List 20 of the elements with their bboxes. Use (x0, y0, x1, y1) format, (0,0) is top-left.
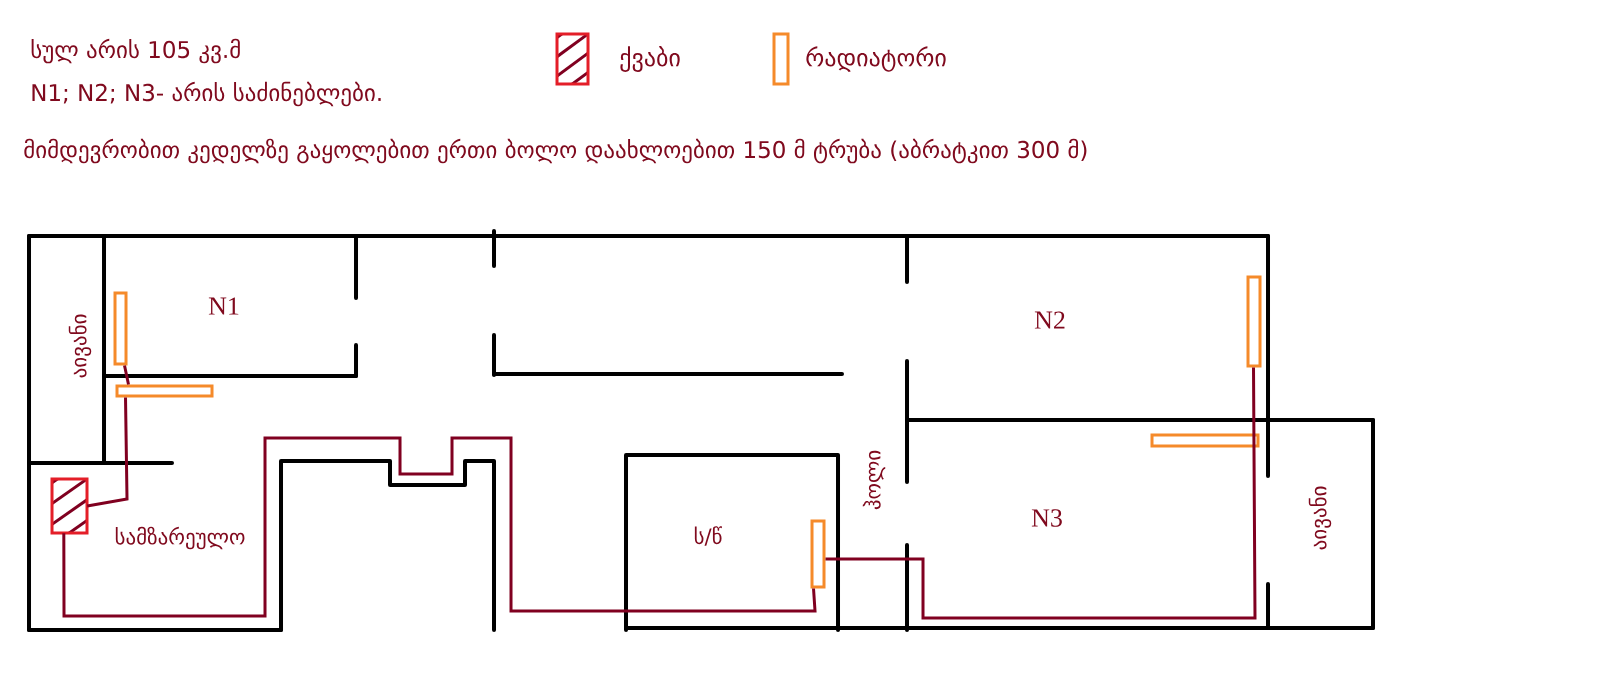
room-label: ს/წ (694, 526, 722, 546)
pipe (825, 367, 1257, 620)
radiator (115, 384, 214, 398)
area-note: სულ არის 105 კვ.მ (31, 38, 240, 64)
radiator (1150, 433, 1260, 448)
radiator (810, 519, 826, 589)
boiler (50, 477, 89, 535)
radiator (113, 291, 128, 366)
room-label: N2 (1034, 311, 1065, 329)
pipe (123, 365, 130, 385)
room-label: N3 (1031, 509, 1062, 527)
legend-text: რადიატორი (806, 46, 946, 72)
radiator (1246, 275, 1262, 368)
legend-text: ქვაბი (620, 46, 680, 72)
room-label: აივანი (68, 314, 92, 378)
note: N1; N2; N3- არის საძინებლები. (32, 81, 381, 107)
room-label: N1 (208, 297, 239, 315)
note: მიმდევრობით კედელზე გაყოლებით ერთი ბოლო დაახლოებით 150 მ ტრუბა (აბრატკით 300 მ) (24, 138, 1087, 164)
pipe (86, 397, 129, 508)
pipe (62, 436, 817, 618)
